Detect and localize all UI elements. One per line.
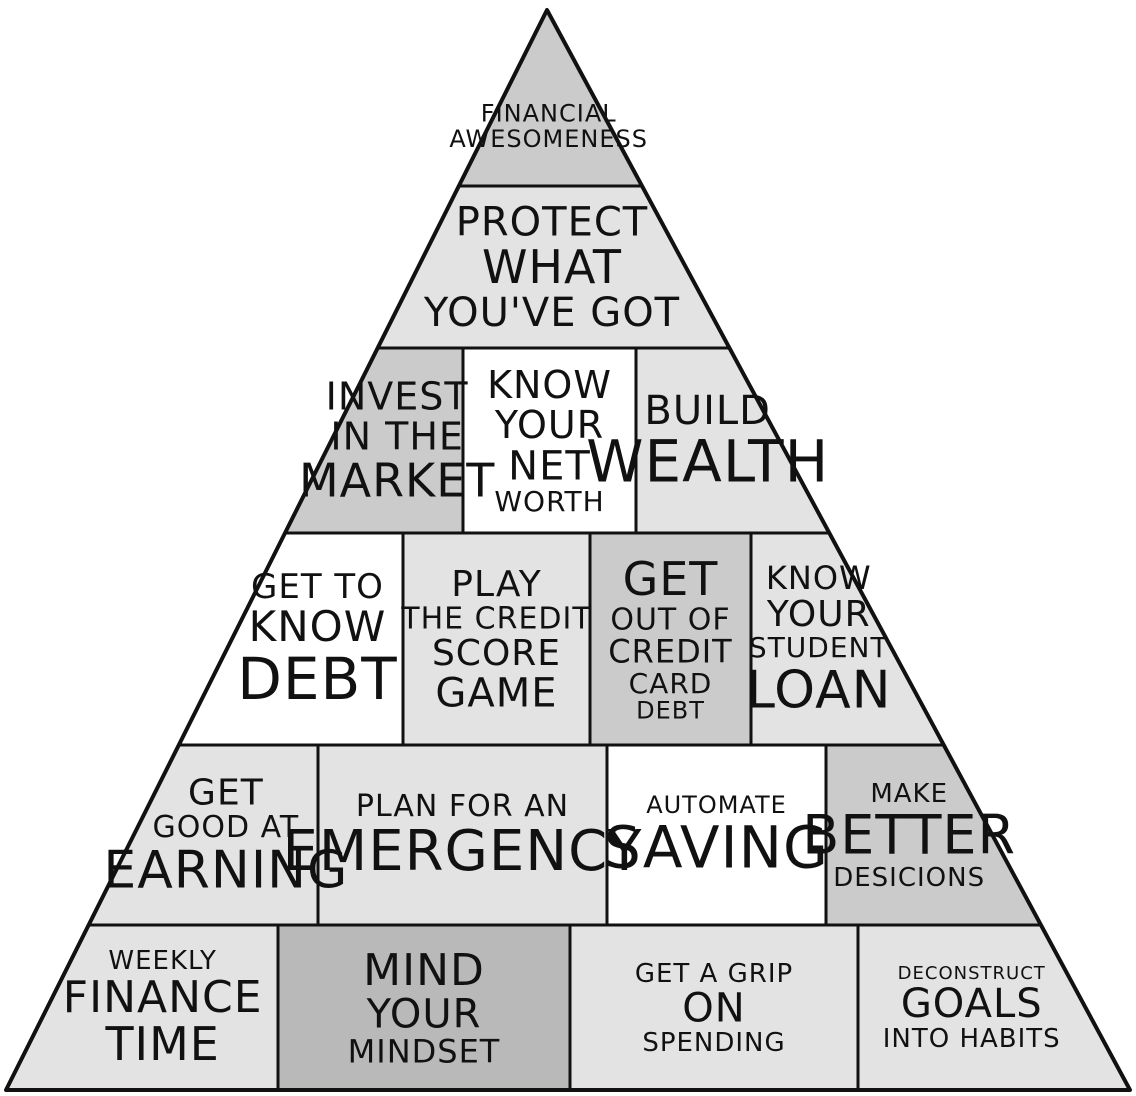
block-line: TIME — [104, 1017, 219, 1071]
block-line: GOOD AT — [153, 810, 300, 845]
pyramid-cells — [6, 10, 1130, 1090]
block-line: DEBT — [636, 697, 705, 725]
block-line: WEEKLY — [108, 946, 217, 976]
pyramid-block-r5-c1 — [276, 923, 572, 1090]
pyramid-block-r4-c2 — [605, 743, 828, 927]
block-line: SAVING — [604, 814, 829, 882]
pyramid-block-r3-c1 — [401, 531, 592, 747]
block-line: CREDIT — [608, 633, 732, 671]
block-line: WEALTH — [586, 428, 829, 496]
block-line: NET — [508, 444, 591, 490]
block-line: THE CREDIT — [400, 601, 591, 636]
block-line: DECONSTRUCT — [898, 963, 1046, 984]
block-line: WORTH — [494, 485, 604, 518]
block-line: DESICIONS — [833, 863, 985, 893]
block-line: SPENDING — [642, 1028, 785, 1058]
block-line: MIND — [363, 945, 485, 996]
block-line: MINDSET — [348, 1033, 501, 1071]
block-line: DEBT — [237, 645, 398, 713]
block-line: GOALS — [901, 981, 1043, 1027]
pyramid-block-r5-c2 — [568, 923, 860, 1090]
block-line: BETTER — [802, 804, 1016, 867]
block-line: INVEST — [326, 375, 469, 419]
block-line: GET — [623, 552, 719, 606]
block-line: IN THE — [330, 414, 464, 458]
block-line: PLAY — [451, 564, 541, 605]
block-line: AUTOMATE — [646, 791, 787, 819]
block-line: MARKET — [299, 453, 495, 507]
block-line: BUILD — [644, 388, 771, 434]
block-line: KNOW — [249, 602, 387, 651]
block-line: FINANCIAL — [481, 100, 617, 128]
block-line: LOAN — [746, 660, 892, 720]
block-line: GET A GRIP — [635, 959, 793, 989]
block-line: KNOW — [487, 363, 612, 407]
block-line: YOU'VE GOT — [423, 290, 680, 336]
pyramid-block-r3-c2 — [588, 531, 753, 747]
block-line: GET TO — [251, 567, 384, 607]
block-line: EARNING — [103, 841, 348, 901]
block-line: FINANCE — [63, 972, 263, 1023]
block-line: GET — [188, 772, 264, 813]
block-line: STUDENT — [749, 631, 889, 664]
block-line: YOUR — [766, 594, 871, 635]
block-line: OUT OF — [610, 602, 730, 637]
block-line: PLAN FOR AN — [356, 789, 569, 824]
block-line: YOUR — [366, 992, 482, 1038]
block-line: CARD — [629, 667, 713, 700]
block-line: INTO HABITS — [883, 1024, 1061, 1054]
pyramid-outline — [4, 8, 1132, 1092]
block-line: EMERGENCY — [283, 819, 643, 884]
block-line: SCORE — [432, 633, 561, 674]
block-line: GAME — [435, 670, 557, 716]
block-line: WHAT — [482, 240, 622, 294]
block-line: YOUR — [494, 403, 604, 447]
block-line: ON — [682, 985, 745, 1031]
block-line: MAKE — [870, 779, 948, 809]
block-line: PROTECT — [456, 200, 648, 246]
pyramid-block-r0-c0 — [6, 10, 1130, 188]
